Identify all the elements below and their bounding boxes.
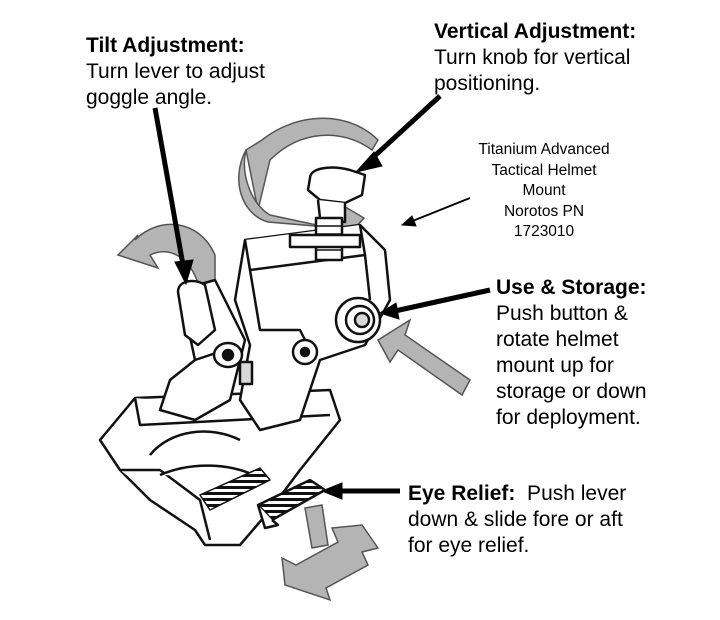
mount-line-3: Mount (522, 182, 566, 199)
use-storage-line-4: storage or down (496, 380, 647, 403)
vertical-adjustment-line-1: Turn knob for vertical (434, 46, 631, 69)
helmet-mount-name-label: Titanium Advanced Tactical Helmet Mount … (458, 140, 630, 243)
vertical-adjustment-line-2: positioning. (434, 72, 541, 95)
tilt-adjustment-label: Tilt Adjustment: Turn lever to adjust go… (86, 33, 265, 111)
vertical-adjustment-label: Vertical Adjustment: Turn knob for verti… (434, 19, 636, 97)
storage-push-arrow (377, 318, 471, 397)
use-storage-line-1: Push button & (496, 302, 628, 325)
vertical-adjustment-knob (288, 166, 367, 262)
mount-line-5: 1723010 (513, 223, 575, 240)
use-storage-line-5: for deployment. (496, 406, 641, 429)
eye-relief-slide-arrow (281, 504, 380, 602)
eye-relief-lever (199, 467, 327, 530)
use-storage-label: Use & Storage: Push button & rotate helm… (496, 275, 647, 431)
use-storage-title: Use & Storage: (496, 276, 647, 299)
tilt-rotation-arrow (116, 223, 216, 291)
eye-relief-line-2: for eye relief. (408, 534, 530, 557)
tilt-adjustment-line-1: Turn lever to adjust (86, 60, 265, 83)
eye-relief-text: Push lever (515, 482, 627, 505)
pointer-arrows (152, 94, 491, 500)
eye-relief-line-1: down & slide fore or aft (408, 508, 623, 531)
mount-line-2: Tactical Helmet (491, 161, 597, 179)
tilt-lever (176, 279, 217, 347)
tilt-adjustment-title: Tilt Adjustment: (86, 34, 245, 57)
tilt-adjustment-line-2: goggle angle. (86, 86, 213, 109)
use-storage-line-2: rotate helmet (496, 328, 619, 351)
use-storage-line-3: mount up for (496, 354, 614, 377)
mount-line-4: Norotos PN (503, 202, 585, 220)
eye-relief-label: Eye Relief: Push lever down & slide fore… (408, 481, 626, 559)
mount-base-plate (98, 388, 342, 547)
eye-relief-title: Eye Relief: (408, 482, 516, 505)
storage-push-button (334, 296, 382, 344)
vertical-adjustment-title: Vertical Adjustment: (434, 20, 637, 43)
mount-line-1: Titanium Advanced (478, 141, 610, 158)
